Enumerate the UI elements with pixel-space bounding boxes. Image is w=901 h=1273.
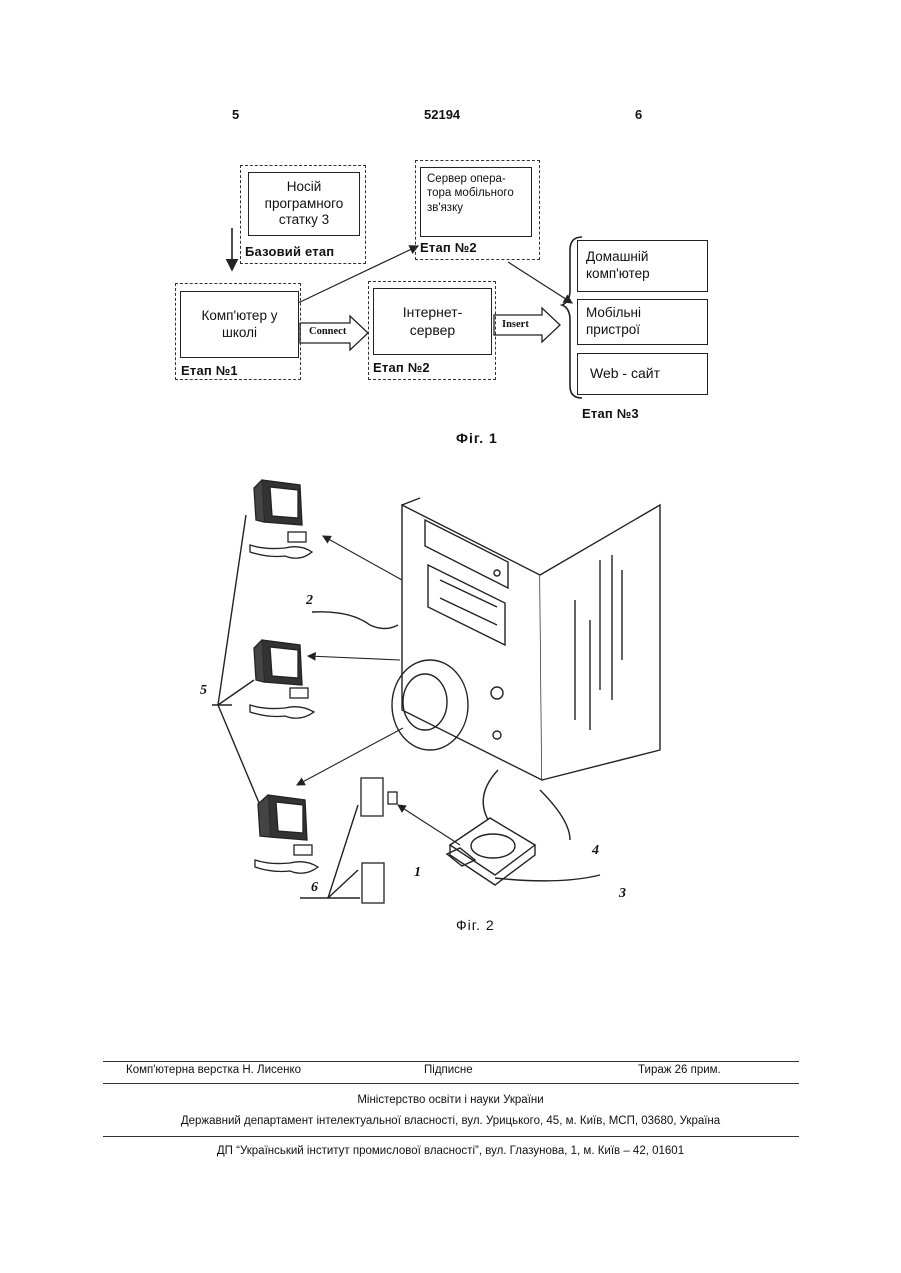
stage3-label: Етап №3 (582, 406, 639, 421)
footer-layout: Комп'ютерна верстка Н. Лисенко (126, 1064, 301, 1076)
label-4: 4 (592, 843, 599, 859)
figure-2-caption: Фіг. 2 (456, 917, 495, 933)
insert-label: Insert (502, 319, 529, 330)
stage1-label: Етап №1 (181, 363, 238, 378)
mobile-device-1 (361, 778, 383, 816)
web-box: Web - сайт (577, 353, 708, 395)
home-box: Домашній комп'ютер (577, 240, 708, 292)
label-6: 6 (311, 880, 318, 896)
footer-rule-middle (103, 1083, 799, 1084)
footer-signed: Підписне (424, 1064, 473, 1076)
footer-rule-top (103, 1061, 799, 1062)
figure-2-drawing (0, 460, 901, 920)
arrow-to-stage3 (508, 262, 572, 303)
operator-box: Сервер опера- тора мобільного зв'язку (420, 167, 532, 237)
internet-box: Інтернет- сервер (373, 288, 492, 355)
monitor-top (250, 480, 312, 558)
monitor-middle (250, 640, 314, 718)
footer-circulation: Тираж 26 прим. (638, 1064, 721, 1076)
base-stage-label: Базовий етап (245, 244, 334, 259)
stage2b-label: Етап №2 (373, 360, 430, 375)
memory-card (388, 792, 397, 804)
footer-department: Державний департамент інтелектуальної вл… (0, 1115, 901, 1127)
mobile-box: Мобільні пристрої (577, 299, 708, 345)
footer-rule-bottom (103, 1136, 799, 1137)
mobile-device-2 (362, 863, 384, 903)
label-1: 1 (414, 865, 421, 881)
footer-institute: ДП “Український інститут промислової вла… (0, 1145, 901, 1157)
stage2a-label: Етап №2 (420, 240, 477, 255)
footer-ministry: Міністерство освіти і науки України (0, 1094, 901, 1106)
connect-label: Connect (309, 326, 346, 337)
carrier-box: Носій програмного статку 3 (248, 172, 360, 236)
label-5: 5 (200, 683, 207, 699)
label-2: 2 (306, 593, 313, 609)
school-box: Комп'ютер у школі (180, 291, 299, 358)
label-3: 3 (619, 886, 626, 902)
figure-1-caption: Фіг. 1 (456, 430, 498, 446)
monitor-bottom (255, 795, 318, 873)
